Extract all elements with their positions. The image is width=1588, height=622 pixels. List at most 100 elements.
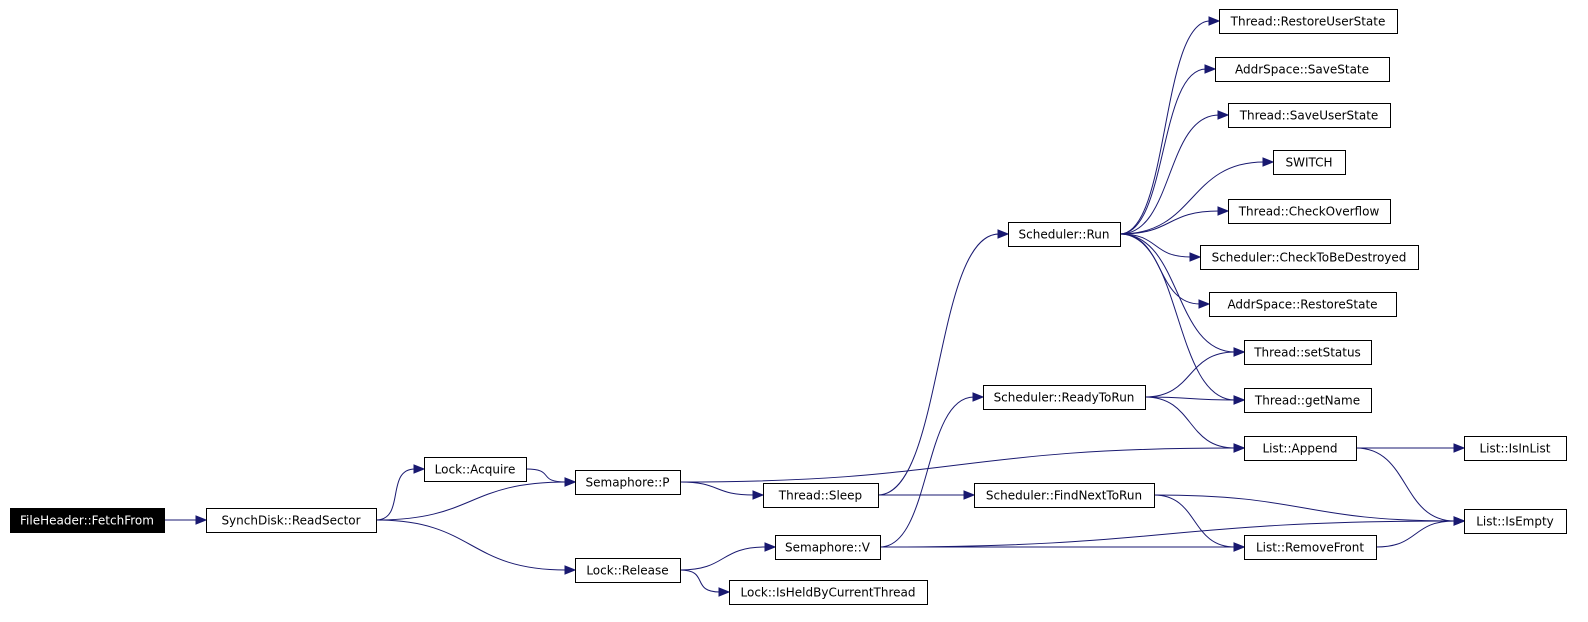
node-isempty[interactable]: List::IsEmpty (1464, 509, 1567, 534)
edge-readsector-to-lockacquire (375, 464, 426, 521)
arrowhead-icon (1233, 542, 1246, 552)
arrowhead-icon (718, 587, 731, 597)
edge-line (1153, 494, 1236, 548)
edge-line (1119, 210, 1220, 235)
node-box (1200, 245, 1419, 270)
edge-line (1119, 20, 1211, 235)
node-fetchfrom: FileHeader::FetchFrom (10, 508, 165, 533)
edge-semv-to-readytorun (879, 392, 985, 548)
arrowhead-icon (413, 464, 426, 474)
node-box (1244, 436, 1357, 461)
edge-schedrun-to-checkoverflow (1119, 206, 1230, 235)
node-box (1244, 340, 1372, 365)
edge-semp-to-append (679, 443, 1246, 483)
node-label: Lock::Acquire (435, 463, 516, 477)
node-isinlist[interactable]: List::IsInList (1464, 436, 1567, 461)
edge-line (1144, 396, 1236, 401)
edge-line (1119, 233, 1236, 353)
edge-findnext-to-isempty (1153, 494, 1466, 526)
node-box (206, 508, 377, 533)
edge-line (1144, 396, 1236, 449)
node-box (729, 580, 928, 605)
node-label: Thread::RestoreUserState (1230, 15, 1386, 29)
edge-line (1119, 114, 1220, 235)
arrowhead-icon (1233, 395, 1246, 405)
node-lockacquire[interactable]: Lock::Acquire (424, 457, 527, 482)
node-box (1244, 535, 1377, 560)
node-removefront[interactable]: List::RemoveFront (1244, 535, 1377, 560)
node-isheld[interactable]: Lock::IsHeldByCurrentThread (729, 580, 928, 605)
node-readytorun[interactable]: Scheduler::ReadyToRun (983, 385, 1146, 410)
node-getname[interactable]: Thread::getName (1244, 388, 1372, 413)
edge-readytorun-to-append (1144, 396, 1246, 453)
edge-schedrun-to-saveuser (1119, 110, 1230, 235)
edge-fetchfrom-to-readsector (164, 515, 208, 525)
node-label: Scheduler::Run (1019, 228, 1110, 242)
arrowhead-icon (564, 565, 577, 575)
node-findnext[interactable]: Scheduler::FindNextToRun (974, 483, 1155, 508)
node-semp[interactable]: Semaphore::P (575, 470, 681, 495)
arrowhead-icon (1189, 252, 1202, 262)
node-setstatus[interactable]: Thread::setStatus (1244, 340, 1372, 365)
node-label: SWITCH (1285, 156, 1332, 170)
node-box (424, 457, 527, 482)
edge-line (375, 468, 416, 521)
edge-schedrun-to-restoreuser (1119, 16, 1221, 235)
node-checkoverflow[interactable]: Thread::CheckOverflow (1228, 199, 1391, 224)
node-checktobe[interactable]: Scheduler::CheckToBeDestroyed (1200, 245, 1419, 270)
edge-line (1355, 447, 1456, 522)
node-box (1244, 388, 1372, 413)
edge-line (525, 468, 567, 483)
node-savestate[interactable]: AddrSpace::SaveState (1215, 57, 1390, 82)
edge-schedrun-to-restorestate (1119, 233, 1211, 309)
edge-line (679, 569, 721, 593)
node-label: Thread::getName (1254, 394, 1360, 408)
edge-line (1144, 351, 1236, 398)
node-box (1209, 292, 1397, 317)
edge-line (877, 233, 1000, 496)
node-semv[interactable]: Semaphore::V (775, 535, 881, 560)
node-restorestate[interactable]: AddrSpace::RestoreState (1209, 292, 1397, 317)
edge-line (679, 546, 767, 571)
edge-line (1119, 68, 1207, 235)
edge-lockrelease-to-isheld (679, 569, 731, 597)
node-label: Scheduler::CheckToBeDestroyed (1212, 251, 1407, 265)
arrowhead-icon (1208, 16, 1221, 26)
node-switch[interactable]: SWITCH (1273, 150, 1346, 175)
arrowhead-icon (1233, 347, 1246, 357)
edge-readytorun-to-setstatus (1144, 347, 1246, 398)
node-lockrelease[interactable]: Lock::Release (575, 558, 681, 583)
node-label: Lock::IsHeldByCurrentThread (741, 586, 916, 600)
node-label: Thread::setStatus (1253, 346, 1361, 360)
edge-line (1153, 494, 1456, 522)
edge-removefront-to-isempty (1375, 516, 1466, 548)
edge-semp-to-threadsleep (679, 481, 765, 500)
node-label: Lock::Release (586, 564, 668, 578)
arrowhead-icon (764, 542, 777, 552)
node-schedrun[interactable]: Scheduler::Run (1008, 222, 1121, 247)
node-box (575, 558, 681, 583)
node-readsector[interactable]: SynchDisk::ReadSector (206, 508, 377, 533)
edge-lockrelease-to-semv (679, 542, 777, 571)
node-box (763, 483, 879, 508)
node-append[interactable]: List::Append (1244, 436, 1357, 461)
node-saveuser[interactable]: Thread::SaveUserState (1228, 103, 1391, 128)
node-box (983, 385, 1146, 410)
edge-line (679, 481, 755, 496)
edge-line (679, 447, 1236, 483)
node-label: Semaphore::P (586, 476, 670, 490)
node-restoreuser[interactable]: Thread::RestoreUserState (1219, 9, 1398, 34)
node-threadsleep[interactable]: Thread::Sleep (763, 483, 879, 508)
edge-schedrun-to-checktobe (1119, 233, 1202, 262)
edge-line (879, 520, 1456, 548)
node-label: Thread::SaveUserState (1239, 109, 1379, 123)
edge-line (879, 396, 975, 548)
nodes-layer: FileHeader::FetchFrom SynchDisk::ReadSect… (10, 9, 1567, 605)
node-label: List::IsInList (1480, 442, 1551, 456)
edge-threadsleep-to-findnext (878, 490, 976, 500)
node-box (1273, 150, 1346, 175)
edge-schedrun-to-switch (1119, 157, 1275, 235)
edges-layer (164, 16, 1466, 597)
arrowhead-icon (195, 515, 208, 525)
edge-lockacquire-to-semp (525, 468, 577, 487)
